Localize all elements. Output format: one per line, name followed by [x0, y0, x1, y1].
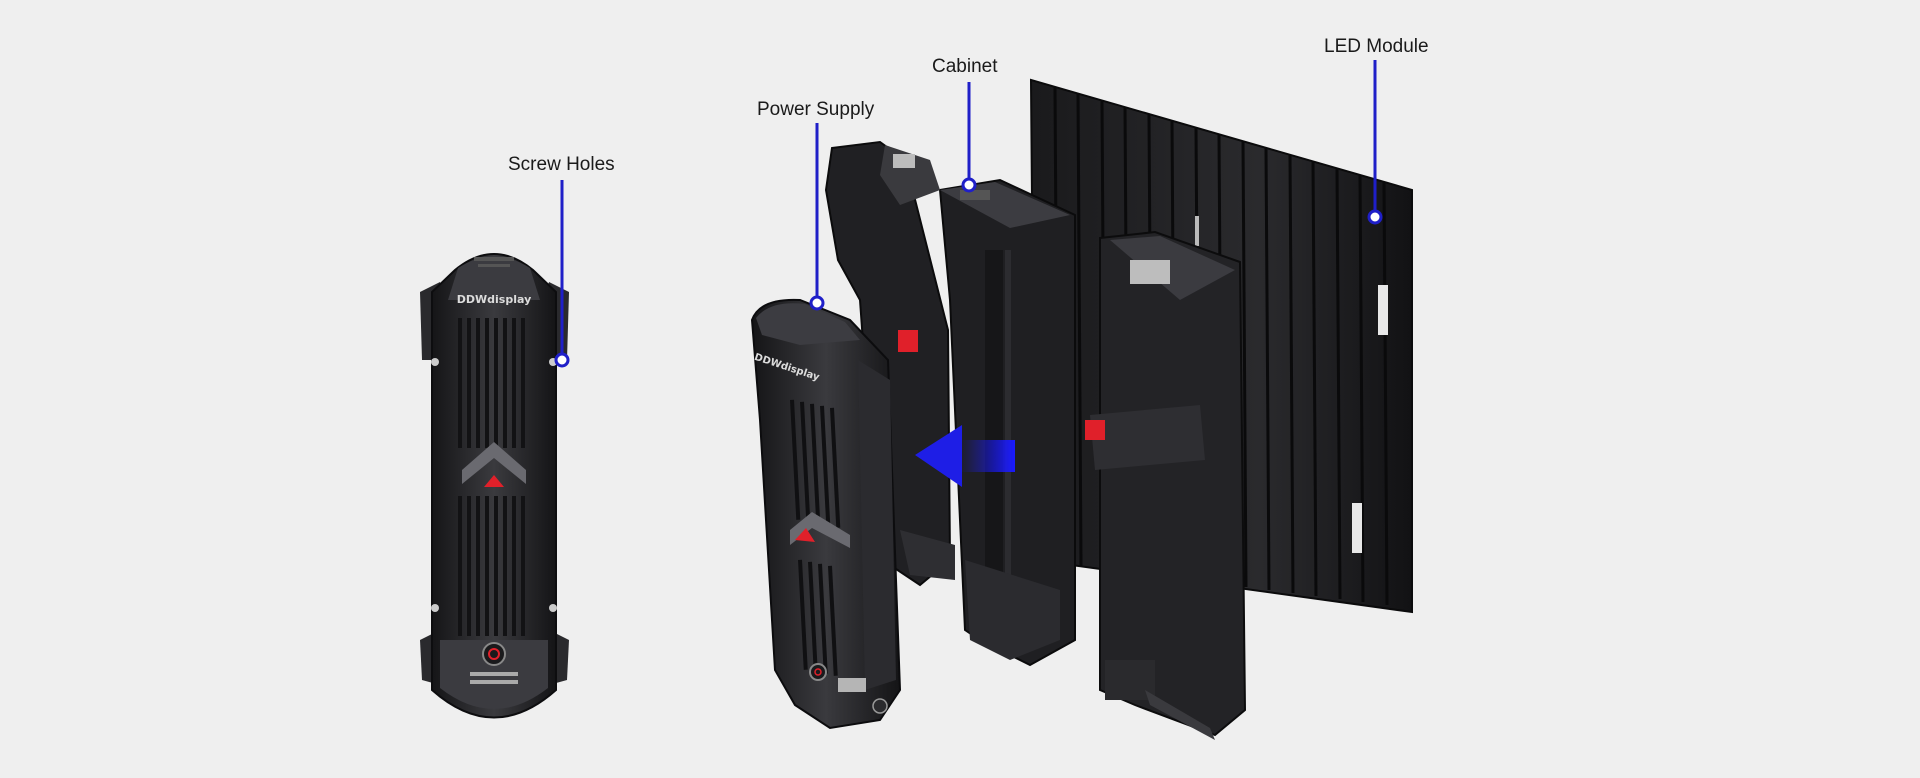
- callout-screw-holes: [554, 180, 570, 368]
- led-module-label: LED Module: [1324, 36, 1429, 57]
- power-button-icon: [482, 642, 506, 666]
- cabinet-label: Cabinet: [932, 56, 998, 77]
- cabinet-frame-rear: [1085, 230, 1247, 740]
- power-supply-label: Power Supply: [757, 99, 875, 120]
- brand-logo-front: DDWdisplay: [457, 293, 532, 306]
- callout-cabinet: [961, 82, 977, 193]
- callout-power-supply: [809, 123, 825, 311]
- insert-arrow-icon: [915, 425, 1015, 487]
- callout-led-module: [1367, 60, 1383, 225]
- cabinet-frame-center: [938, 178, 1076, 667]
- screw-holes-label: Screw Holes: [508, 154, 615, 175]
- power-supply-side-view: DDWdisplay: [750, 298, 902, 730]
- power-supply-front-view: DDWdisplay: [420, 253, 569, 719]
- warning-arrow-icon: [484, 475, 504, 487]
